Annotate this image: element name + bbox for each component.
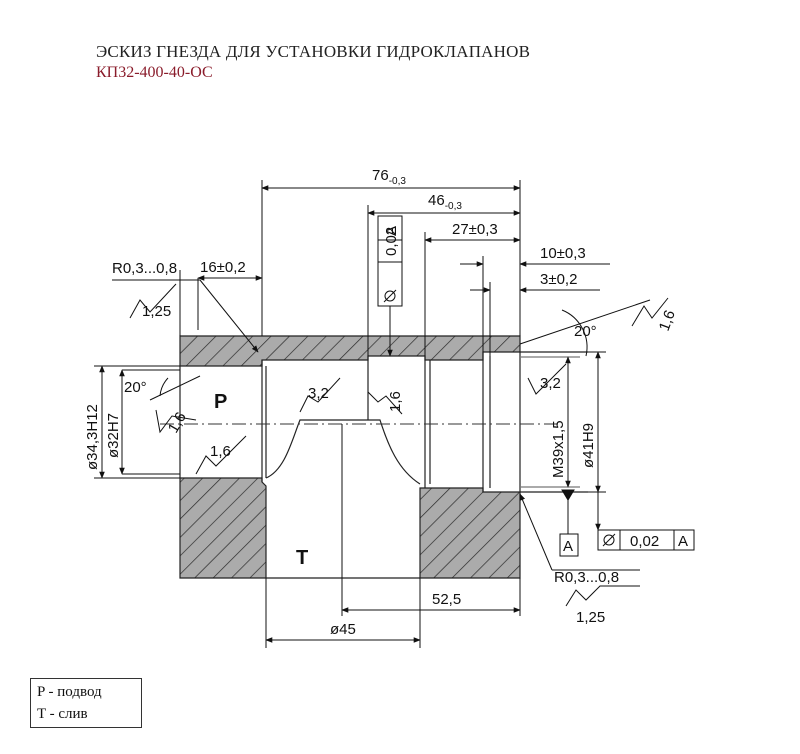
dim-10: 10±0,3 (540, 245, 586, 262)
angle-right: 20° (574, 323, 597, 340)
dim-76: 76-0,3 (372, 167, 406, 187)
tolerance-datum-vertical: A (383, 226, 400, 236)
body-section (179, 335, 521, 579)
port-p-label: P (214, 391, 227, 413)
drawing-title: ЭСКИЗ ГНЕЗДА ДЛЯ УСТАНОВКИ ГИДРОКЛАПАНОВ (96, 42, 531, 61)
part-code: КП32-400-40-ОС (96, 64, 213, 81)
tolerance-frame-vertical (377, 215, 403, 357)
radius-label-top: R0,3...0,8 (112, 260, 177, 277)
diameter-41: ø41H9 (580, 423, 597, 468)
roughness-125-bottom: 1,25 (576, 609, 605, 626)
port-t-label: T (296, 547, 308, 569)
datum-a-box (559, 533, 579, 557)
top-dimensions (179, 180, 610, 356)
roughness-16-low: 1,6 (210, 443, 231, 460)
dim-3: 3±0,2 (540, 271, 577, 288)
right-dimensions (519, 297, 669, 607)
roughness-16-mid: 1,6 (387, 391, 404, 412)
legend-box: P - подвод T - слив (30, 678, 142, 728)
thread-m39: M39x1,5 (550, 420, 567, 478)
roughness-16-left: 1,6 (165, 409, 190, 436)
legend-t: T - слив (37, 706, 88, 722)
legend-p: P - подвод (37, 684, 102, 700)
dim-27: 27±0,3 (452, 221, 498, 238)
tolerance-value-vertical: 0,02 (383, 227, 400, 256)
dim-45: ø45 (330, 621, 356, 638)
cavity-outline (179, 351, 588, 579)
tolerance-datum-horizontal: A (678, 533, 688, 550)
angle-left: 20° (124, 379, 147, 396)
left-diameters (94, 365, 341, 479)
roughness-mid-mark (367, 391, 403, 415)
roughness-125-top: 1,25 (142, 303, 171, 320)
roughness-16-right: 1,6 (656, 308, 679, 333)
bottom-dimensions (265, 424, 521, 648)
tolerance-value-horizontal: 0,02 (630, 533, 659, 550)
radius-callout-top (112, 279, 259, 353)
dim-46: 46-0,3 (428, 192, 462, 212)
roughness-32-left: 3,2 (308, 385, 329, 402)
dim-16: 16±0,2 (200, 259, 246, 276)
diameter-32: ø32H7 (105, 413, 122, 458)
tolerance-frame-horizontal (597, 529, 695, 551)
dim-52-5: 52,5 (432, 591, 461, 608)
radius-label-bottom: R0,3...0,8 (554, 569, 619, 586)
diameter-34-3: ø34,3H12 (84, 404, 101, 470)
roughness-32-right: 3,2 (540, 375, 561, 392)
datum-a-label: A (563, 538, 573, 555)
